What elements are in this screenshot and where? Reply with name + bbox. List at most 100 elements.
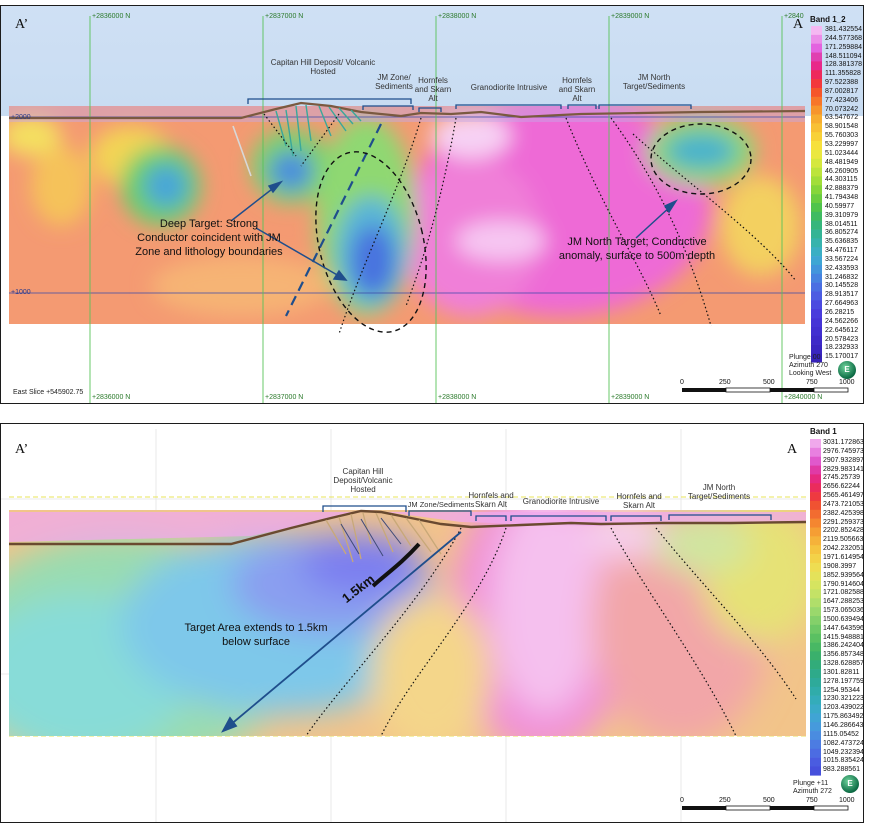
grid-label-top: +2838000 N xyxy=(438,13,477,20)
scale-bar-top xyxy=(682,387,849,393)
legend-swatch xyxy=(810,571,821,581)
legend-value: 44.303115 xyxy=(825,176,858,184)
zone-label-capitan-hill-bottom: Capitan Hill Deposit/Volcanic Hosted xyxy=(333,467,393,494)
callout-deep-target: Deep Target: Strong Conductor coincident… xyxy=(135,218,283,258)
legend-value: 20.578423 xyxy=(825,335,859,343)
resistivity-section-panel-top: A’ A +2836000 N +2837000 N +2838000 N +2… xyxy=(0,5,864,404)
legend-value: 39.310979 xyxy=(825,211,859,219)
conductivity-model xyxy=(9,106,805,324)
legend-value: 111.355828 xyxy=(825,70,861,78)
legend-value: 40.59977 xyxy=(825,202,855,210)
plunge-text: Plunge 00 xyxy=(789,354,821,361)
legend-value: 3031.172863 xyxy=(823,439,864,446)
legend-swatch xyxy=(811,194,822,204)
legend-value: 22.645612 xyxy=(825,326,859,334)
slice-label: East Slice +545902.75 xyxy=(13,389,84,396)
legend-swatch xyxy=(810,731,821,741)
zone-label-jm-north: JM North Target/Sediments xyxy=(622,73,686,91)
legend-value: 2291.259373 xyxy=(823,518,864,526)
legend-value: 97.522388 xyxy=(825,79,859,87)
legend-value: 63.547672 xyxy=(825,114,859,122)
legend-value: 42.888379 xyxy=(825,185,859,193)
legend-swatch xyxy=(811,203,822,213)
callout-target-area: Target Area extends to 1.5km below surfa… xyxy=(184,622,328,648)
legend-swatch xyxy=(810,527,821,537)
scale-tick: 250 xyxy=(719,797,731,804)
legend-swatch xyxy=(810,686,821,696)
legend-swatch xyxy=(810,713,821,723)
jm-north-target-outline xyxy=(650,123,752,195)
section-endpoint-a: A xyxy=(793,17,804,32)
legend-swatch xyxy=(810,624,821,634)
compass-icon: E xyxy=(838,361,856,379)
scale-bar-bottom xyxy=(682,805,849,811)
legend-value: 34.476117 xyxy=(825,247,858,255)
topography-surface-bottom xyxy=(9,509,807,546)
scale-tick: 1000 xyxy=(839,797,855,804)
zone-brackets-bottom xyxy=(322,505,772,521)
legend-swatch xyxy=(810,465,821,475)
legend-swatch xyxy=(810,545,821,555)
legend-swatch xyxy=(810,456,821,466)
legend-value: 1415.948881 xyxy=(823,633,864,641)
legend-swatch xyxy=(811,61,822,71)
legend-swatch xyxy=(810,474,821,484)
legend-swatch xyxy=(811,185,822,195)
legend-value: 1447.643596 xyxy=(823,624,864,632)
legend-value: 983.288561 xyxy=(823,766,860,774)
legend-swatch xyxy=(811,167,822,177)
zone-label-jm-north-bottom: JM North Target/Sediments xyxy=(687,483,751,501)
legend-swatch xyxy=(811,96,822,106)
legend-value: 2119.505663 xyxy=(823,536,864,544)
zone-label-granodiorite-bottom: Granodiorite Intrusive xyxy=(522,497,600,506)
legend-swatch xyxy=(811,344,822,354)
legend-value: 1230.321223 xyxy=(823,695,864,703)
legend-value: 1971.614954 xyxy=(823,553,864,561)
legend-value: 1146.286643 xyxy=(823,722,864,729)
elevation-label-1000: +1000 xyxy=(11,289,31,296)
legend-value: 58.901548 xyxy=(825,123,859,131)
zone-label-hornfels-east: Hornfels and Skarn Alt xyxy=(558,76,596,103)
legend-swatch xyxy=(810,695,821,705)
legend-swatch xyxy=(811,264,822,275)
legend-value: 381.432554 xyxy=(825,26,862,33)
legend-swatch xyxy=(810,757,821,767)
legend-swatch xyxy=(810,739,821,750)
sky-region xyxy=(1,6,863,116)
section-endpoint-a-prime: A’ xyxy=(15,17,29,32)
legend-value: 1082.473724 xyxy=(823,739,864,747)
legend-value: 48.481949 xyxy=(825,158,859,166)
resistivity-section-panel-bottom: A’ A Capitan Hill Deposit/Volcanic Hoste… xyxy=(0,423,864,823)
legend-value: 70.073242 xyxy=(825,105,859,113)
legend-value: 1647.288253 xyxy=(823,598,864,606)
zone-brackets-top xyxy=(247,98,692,112)
zone-label-jm-zone-bottom: JM Zone/Sediments xyxy=(407,500,475,509)
scale-tick: 250 xyxy=(719,379,731,386)
legend-swatch xyxy=(811,282,822,292)
northing-grid xyxy=(89,16,783,403)
legend-swatch xyxy=(811,52,822,62)
target-structure-line xyxy=(285,123,382,317)
legend-swatch xyxy=(811,79,822,89)
grid-label-bottom: +2836000 N xyxy=(92,394,131,401)
legend-value: 51.023444 xyxy=(825,149,859,157)
legend-value: 1203.439022 xyxy=(823,704,864,712)
grid-label-top: +2840 xyxy=(784,13,804,20)
zone-label-capitan-hill: Capitan Hill Deposit/ Volcanic Hosted xyxy=(270,58,376,76)
legend-swatch xyxy=(811,309,822,319)
legend-value: 2382.425398 xyxy=(823,509,864,517)
zone-label-hornfels-east-bottom: Hornfels and Skarn Alt xyxy=(616,492,662,510)
legend-value: 36.805274 xyxy=(825,229,859,237)
grid-label-bottom: +2837000 N xyxy=(265,394,304,401)
callout-arrows-top xyxy=(230,180,678,281)
azimuth-text: Azimuth 272 xyxy=(793,788,832,795)
lithology-contacts-bottom xyxy=(305,527,797,737)
legend-value: 1175.863492 xyxy=(823,713,864,721)
legend-value: 2042.232051 xyxy=(823,545,864,553)
legend-value: 244.577368 xyxy=(825,34,862,42)
legend-value: 1790.914604 xyxy=(823,580,864,588)
lithology-contacts xyxy=(263,113,797,335)
grid-label-top: +2839000 N xyxy=(611,13,650,20)
legend-swatch xyxy=(811,141,822,151)
